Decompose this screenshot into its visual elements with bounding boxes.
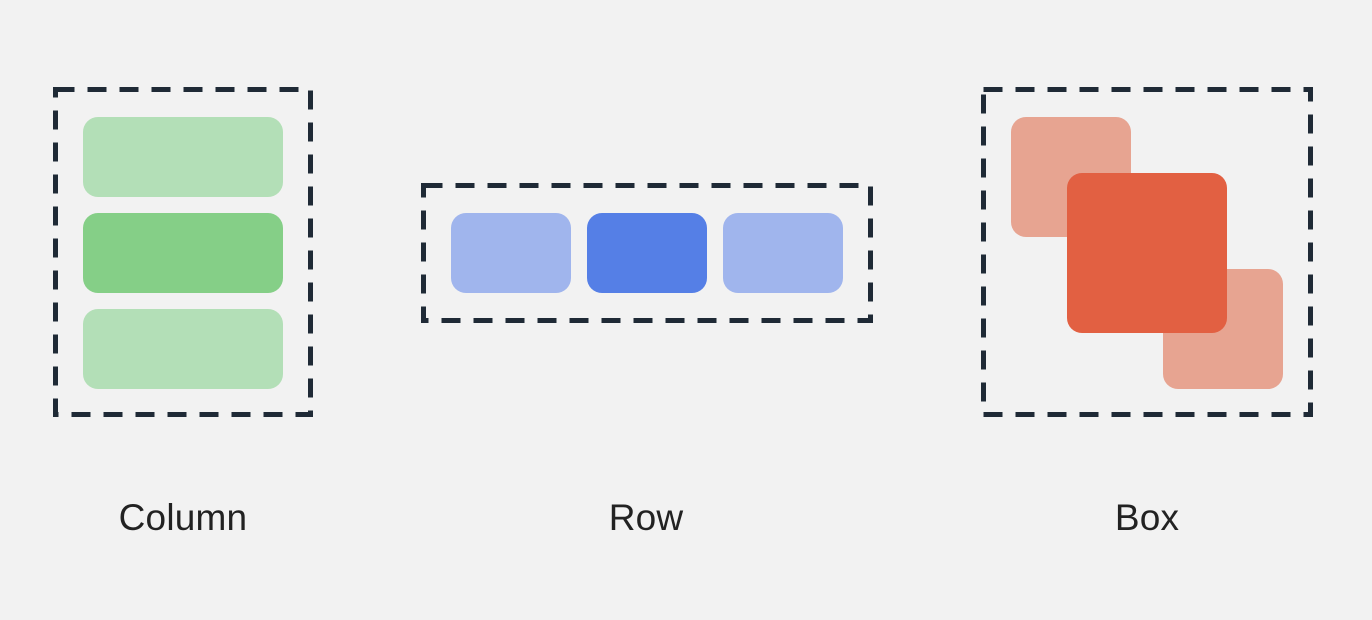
column-container [53, 87, 313, 417]
row-dashed-border [421, 183, 873, 323]
column-label: Column [118, 497, 248, 538]
box-item-front [1067, 173, 1227, 333]
column-dashed-border [53, 87, 313, 417]
row-item-1 [451, 213, 571, 293]
box-dashed-border [981, 87, 1313, 417]
row-item-3 [723, 213, 843, 293]
row-item-2 [587, 213, 707, 293]
row-container [421, 183, 873, 323]
box-label: Box [1114, 497, 1180, 538]
column-item-1 [83, 117, 283, 197]
column-item-3 [83, 309, 283, 389]
row-label: Row [608, 497, 684, 538]
column-item-2 [83, 213, 283, 293]
box-container [981, 87, 1313, 417]
